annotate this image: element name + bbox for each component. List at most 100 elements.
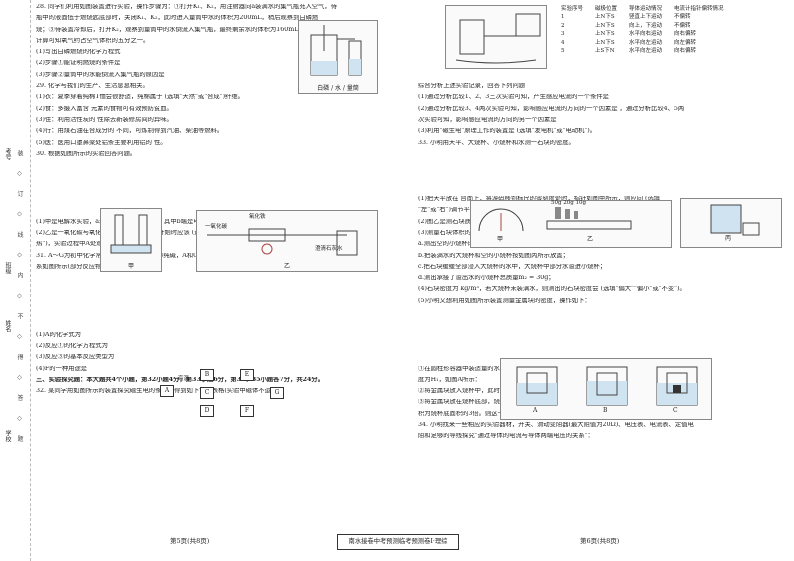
table-header: 导体运动情况 <box>629 5 663 12</box>
text-line: (3)反应③的基本反应类型为 <box>36 354 115 361</box>
flow-box-e: E <box>240 369 254 381</box>
text-line: (3)住：利用活性炭的 性除去新装修房间的异味。 <box>36 116 173 123</box>
text-line: (3)步骤②量筒中的水能倒流入集气瓶的原因是 <box>36 71 165 78</box>
text-line: 阻和足够的导线探究"通过导体的电流与导体两端电压的关系"： <box>418 433 594 440</box>
text-line: d.测出承接了溢出水的小烧杯总质量m₂ = 30g； <box>418 275 555 282</box>
figure-q30-jia-label: 甲 <box>127 263 134 270</box>
magnet-apparatus-drawing <box>455 13 541 64</box>
text-line: (2)步骤①能证明燃烧的条件是 <box>36 60 121 67</box>
container-a-label: A <box>533 407 538 414</box>
text-line: 三、实验探究题：本大题共4个小题，第32小题4分，第33小题6分，第34、35小… <box>36 376 325 383</box>
table-cell: 向右偏转 <box>674 48 697 54</box>
figure-q30-yi-label: 乙 <box>283 263 290 270</box>
table-row: 3 上N下S 水平向右运动 向右偏转 <box>555 31 730 40</box>
text-line: 33. 小明用天平、大烧杯、小烧杯和水测一石块的密度。 <box>418 139 575 146</box>
text-line <box>36 185 376 196</box>
table-cell: 水平向左运动 <box>629 48 663 54</box>
figure-q33-bing: 丙 <box>725 235 732 242</box>
figure-q30-electrolysis: 甲 <box>100 208 162 272</box>
table-cell: 水平向右运动 <box>629 31 663 37</box>
table-cell: 5 <box>561 48 565 54</box>
text-line: (1)A的化学式为 <box>36 331 81 338</box>
text-line: b.把装满水的大烧杯和空的小烧杯按如图丙所示放置； <box>418 252 569 259</box>
table-header: 电流计指针偏转情况 <box>674 5 724 12</box>
text-line: 热")，实验过程中A处观察到的现象是 <box>36 241 141 248</box>
margin-label-name: 姓名 <box>4 320 11 332</box>
text-line: 31. A～G为初中化学常见的物质，其中G俗称纯碱，A和G属于相同类别的物质，它… <box>36 252 312 259</box>
table-cell: 上N下S <box>595 39 615 46</box>
text-line: (4)石块密度为 kg/m³，若大烧杯未装满水，则测出的石块密度会 (选填"偏大… <box>418 286 686 293</box>
text-line: 瓶中的液面低于燃烧匙底部时，关闭K₁、K₂，此时进入量筒中水的体积为200mL，… <box>36 15 319 22</box>
flow-box-g: G <box>270 387 284 399</box>
table-cell: 向右偏转 <box>674 31 697 37</box>
text-line: (5)小明又想利用如图所示装置测量金属块的密度，操作如下： <box>418 297 591 304</box>
text-line: (1)通过分析比较1、2、3三次实验可知，产生感应电流的一个条件是 <box>418 94 609 101</box>
text-line <box>418 72 790 83</box>
figure-q33-containers: A B C <box>500 358 712 420</box>
text-line <box>36 286 376 297</box>
text-line <box>36 173 376 184</box>
co-reduction-drawing <box>207 228 358 256</box>
footer-page-right: 第6页(共8页) <box>580 537 620 545</box>
text-line: 28. 同学们利用如图装置进行实验，操作步骤为：①打开K₁、K₂，用注射器向a装… <box>36 4 337 10</box>
figure-q30-co-reduction: 一氧化碳 氧化铁 澄清石灰水 乙 <box>196 210 378 272</box>
text-line <box>418 320 790 331</box>
table-cell: 上N下S <box>595 31 615 37</box>
apparatus-drawing <box>310 25 362 76</box>
text-line <box>418 332 790 343</box>
table-cell: 竖直上下运动 <box>629 14 663 20</box>
figure-q32-magnet-apparatus <box>445 5 547 69</box>
table-cell: 向上，下运动 <box>629 22 663 29</box>
limewater-label: 澄清石灰水 <box>315 246 343 252</box>
text-line <box>418 151 790 162</box>
text-line: 次实验可知，影响感应电流的方向的另一个因素是 <box>418 116 557 123</box>
containers-drawing <box>516 366 698 406</box>
figure-q28-apparatus: 白磷 / 水 / 量筒 <box>298 20 378 94</box>
text-line: 度为H₁，如图A所示： <box>418 376 481 383</box>
table-cell: 不偏转 <box>674 14 691 20</box>
text-line <box>418 162 790 173</box>
table-cell: 4 <box>561 39 565 46</box>
text-line <box>418 185 790 196</box>
table-row: 4 上N下S 水平向左运动 向左偏转 <box>555 39 730 48</box>
figure-q28-caption: 白磷 / 水 / 量筒 <box>317 85 359 92</box>
flow-box-b: B <box>200 369 214 381</box>
text-line: (3)利用"磁生电"原理工作的装置是 (选填"发电机"或"电动机")。 <box>418 128 597 135</box>
text-line <box>36 162 376 173</box>
flow-box-c: C <box>200 387 214 399</box>
text-line: 烧；③待装置冷却后，打开K₂，观察到量筒中的水倒流入集气瓶，最终剩余水的体积为1… <box>36 26 318 33</box>
text-line: (1)衣：夏季穿着纯棉T恤会很舒适，纯棉属于 (选填"天然"或"合成")纤维。 <box>36 94 244 101</box>
figure-q33-jia: 甲 <box>497 236 504 243</box>
text-line: c.把石块缓缓全部浸入大烧杯的水中，大烧杯中部分水溢进小烧杯； <box>418 263 607 270</box>
text-line <box>418 343 790 354</box>
footer-page-left: 第5页(共8页) <box>170 537 210 545</box>
figure-q33-balance: 50g 20g 10g 甲 乙 <box>470 200 672 248</box>
text-line: (2)食：多摄入富含 元素的食物可有效预防贫血。 <box>36 105 173 112</box>
table-cell: 水平向左运动 <box>629 39 663 46</box>
text-line <box>36 309 376 320</box>
table-header-row: 实验序号 磁极位置 导体运动情况 电流计指针偏转情况 <box>555 5 730 14</box>
figure-q33-overflow-cup: 丙 <box>680 198 782 248</box>
flow-box-f: F <box>240 405 254 417</box>
margin-label-school: 学校 <box>4 430 11 442</box>
weights-label: 50g 20g 10g <box>551 200 587 206</box>
text-line: (5)医：医用口罩鼻梁处铝条主要利用铝的 性。 <box>36 139 167 146</box>
text-line: (2)通过分析比较3、4两次实验可知，影响感应电流的方向的一个因素是 ，通过分析… <box>418 105 685 112</box>
text-line: 34. 小明找来一些相应的实验器材，开关、滑动变阻器(最大阻值为20Ω)、电压表… <box>418 421 694 428</box>
text-line: 30. 根据如图所示的实验回答问题。 <box>36 150 137 157</box>
table-cell: 3 <box>561 31 565 37</box>
binding-margin: 考号 班级 姓名 学校 装 ◇ 订 ◇ 线 ◇ 内 ◇ 不 ◇ 得 ◇ 答 ◇ … <box>0 0 31 561</box>
table-cell: 上N下S <box>595 14 615 20</box>
figure-q33-yi: 乙 <box>587 236 594 243</box>
margin-label-class: 班级 <box>4 262 11 274</box>
table-cell: 不偏转 <box>674 22 691 29</box>
figure-q31-flowchart: A B C D E F G 高温 <box>160 365 300 425</box>
table-cell: 向左偏转 <box>674 39 697 46</box>
text-line <box>36 275 376 286</box>
table-header: 实验序号 <box>561 5 584 12</box>
overflow-cup-drawing <box>710 204 760 236</box>
text-line: 综合分析上述实验记录，回答下列问题 <box>418 83 526 90</box>
